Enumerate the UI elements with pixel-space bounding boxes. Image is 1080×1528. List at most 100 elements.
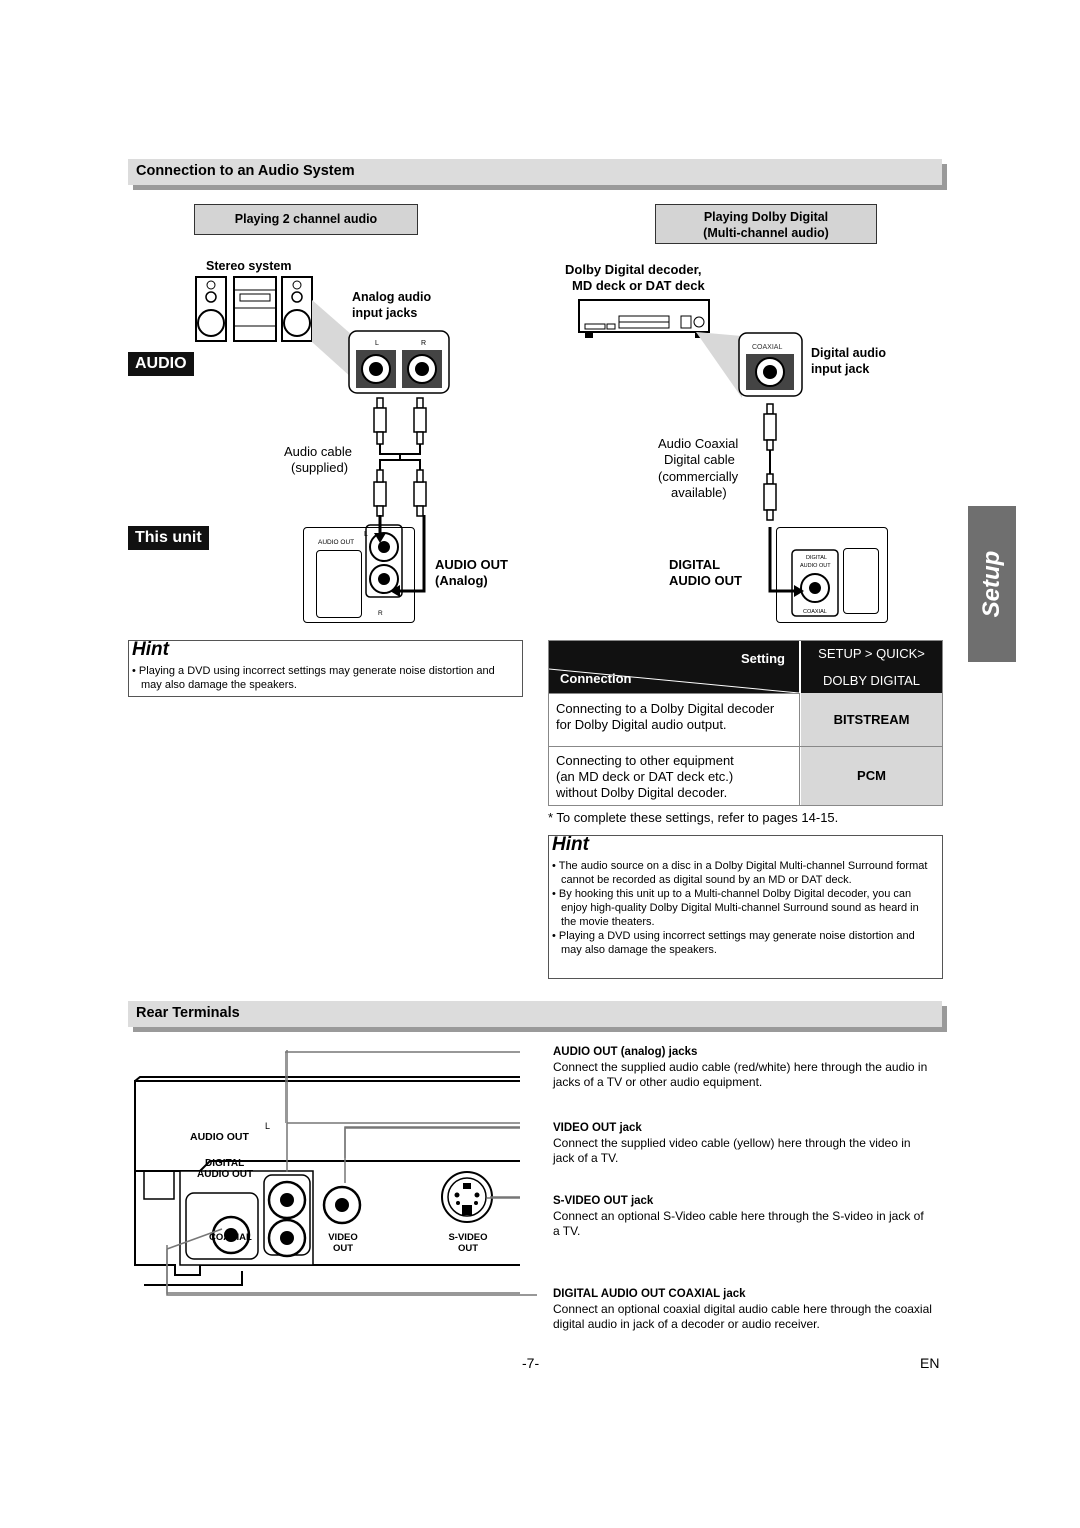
terminal-title: S-VIDEO OUT jack (553, 1195, 654, 1207)
coax-cable-label-2: Digital cable (664, 452, 735, 467)
hint-item-text: The audio source on a disc in a Dolby Di… (558, 860, 928, 886)
audio-cable-label-1: Audio cable (284, 444, 352, 459)
menu-item: DOLBY DIGITAL (822, 673, 921, 688)
row2-line2: (an MD deck or DAT deck etc.) (556, 769, 734, 784)
section-header-audio-system: Connection to an Audio System (128, 159, 942, 185)
analog-input-jacks-icon: L R (348, 330, 450, 394)
rear-svideo-label: S-VIDEO OUT (442, 1232, 494, 1254)
audio-cable-icon (373, 397, 427, 517)
section-title: Rear Terminals (136, 1005, 240, 1021)
analog-jacks-label-2: input jacks (352, 306, 418, 320)
mode-label-dolby-1: Playing Dolby Digital (703, 210, 829, 224)
menu-path: SETUP > QUICK> (818, 646, 925, 661)
terminal-title: DIGITAL AUDIO OUT COAXIAL jack (553, 1288, 746, 1300)
connection-header: Connection (560, 671, 632, 686)
row1-line1: Connecting to a Dolby Digital decoder (556, 701, 775, 716)
settings-note: * To complete these settings, refer to p… (548, 810, 839, 825)
unit-analog-jacks-icon (365, 515, 426, 598)
rear-audio-out-label: AUDIO OUT (190, 1131, 249, 1143)
terminal-text: Connect an optional S-Video cable here t… (553, 1209, 924, 1238)
decoder-label-2: MD deck or DAT deck (572, 278, 705, 293)
hint-item-text: By hooking this unit up to a Multi-chann… (558, 888, 919, 928)
row2-line1: Connecting to other equipment (556, 753, 734, 768)
page-number: -7- (522, 1355, 540, 1371)
audio-badge: AUDIO (128, 352, 194, 376)
hint-box-1: Hint • Playing a DVD using incorrect set… (128, 639, 523, 697)
hint-list-1: • Playing a DVD using incorrect settings… (132, 664, 516, 692)
hint-item: • Playing a DVD using incorrect settings… (132, 665, 495, 691)
coax-cable-label-4: available) (671, 485, 727, 500)
section-title: Connection to an Audio System (136, 163, 355, 179)
rear-l-label: L (265, 1121, 271, 1131)
rear-digital-label-2: AUDIO OUT (197, 1169, 254, 1180)
section-header-rear-terminals: Rear Terminals (128, 1001, 942, 1027)
decoder-zoom-wedge (696, 332, 742, 398)
rear-digital-label-1: DIGITAL (205, 1158, 245, 1169)
coax-cable-label-3: (commercially (658, 469, 739, 484)
rear-svideo-label-2: OUT (457, 1243, 479, 1254)
decoder-icon (578, 299, 710, 338)
settings-header-left: Setting Connection (549, 641, 799, 693)
mode-label-2ch: Playing 2 channel audio (194, 204, 418, 235)
digital-input-jack-icon: COAXIAL (738, 332, 803, 397)
digital-out-label-1: DIGITAL (669, 557, 721, 572)
hint-item-text: Playing a DVD using incorrect settings m… (138, 665, 495, 691)
row2-text: Connecting to other equipment (an MD dec… (549, 747, 799, 805)
hint-item: • By hooking this unit up to a Multi-cha… (552, 888, 919, 928)
row1-line2: for Dolby Digital audio output. (556, 717, 727, 732)
row1-text: Connecting to a Dolby Digital decoder fo… (549, 693, 799, 747)
row-divider (549, 746, 942, 747)
hint-item-text: Playing a DVD using incorrect settings m… (558, 930, 915, 956)
settings-table: Setting Connection SETUP > QUICK> DOLBY … (548, 640, 943, 806)
col-divider (799, 693, 800, 805)
rear-coaxial-label: COAXIAL (209, 1232, 252, 1243)
audio-out-label-2: (Analog) (435, 573, 488, 588)
svg-text:L: L (375, 340, 379, 347)
hint-title-1: Hint (132, 639, 169, 660)
digital-input-label-1: Digital audio (811, 346, 886, 360)
language-code: EN (920, 1355, 940, 1371)
this-unit-badge: This unit (128, 526, 209, 550)
hint-item: • The audio source on a disc in a Dolby … (552, 860, 928, 886)
coaxial-cable-icon (763, 403, 777, 521)
digital-input-label-2: input jack (811, 362, 870, 376)
terminal-video-out: VIDEO OUT jack Connect the supplied vide… (553, 1121, 933, 1166)
rear-video-label-1: VIDEO (328, 1232, 358, 1243)
mode-label-dolby-2: (Multi-channel audio) (703, 226, 829, 240)
settings-header-right: SETUP > QUICK> DOLBY DIGITAL (801, 641, 942, 693)
hint-title-2: Hint (552, 834, 589, 855)
setup-tab-label: Setup (978, 550, 1005, 618)
decoder-label-1: Dolby Digital decoder, (565, 262, 702, 277)
row1-value: BITSTREAM (801, 693, 942, 746)
rear-panel-diagram (134, 1050, 520, 1294)
analog-jacks-label-1: Analog audio (352, 290, 432, 304)
stereo-system-icon (195, 276, 313, 342)
unit-panel-label: AUDIO OUT (318, 539, 355, 546)
header-diagonal (549, 668, 799, 693)
unit-panel-slot (316, 550, 362, 618)
svg-text:COAXIAL: COAXIAL (803, 609, 827, 615)
svg-text:COAXIAL: COAXIAL (752, 344, 782, 351)
stereo-zoom-wedge (312, 300, 352, 378)
digital-out-label-2: AUDIO OUT (669, 573, 742, 588)
rear-video-label: VIDEO OUT (325, 1232, 361, 1254)
mode-label-dolby: Playing Dolby Digital (Multi-channel aud… (655, 204, 877, 244)
stereo-system-label: Stereo system (206, 259, 292, 273)
svg-text:R: R (421, 340, 426, 347)
coax-cable-label-1: Audio Coaxial (658, 436, 739, 451)
terminal-title: VIDEO OUT jack (553, 1122, 642, 1134)
terminal-svideo-out: S-VIDEO OUT jack Connect an optional S-V… (553, 1194, 933, 1239)
rear-leader-coax (166, 1245, 537, 1296)
unit-digital-slot (843, 548, 879, 614)
svg-text:AUDIO OUT: AUDIO OUT (800, 563, 831, 569)
terminal-audio-out: AUDIO OUT (analog) jacks Connect the sup… (553, 1045, 933, 1090)
rear-r-label: R (283, 1231, 291, 1243)
unit-digital-jack-icon: DIGITAL AUDIO OUT COAXIAL (768, 527, 839, 617)
audio-out-label-1: AUDIO OUT (435, 557, 508, 572)
terminal-digital-coax: DIGITAL AUDIO OUT COAXIAL jack Connect a… (553, 1287, 933, 1332)
svg-text:DIGITAL: DIGITAL (806, 555, 827, 561)
terminal-text: Connect the supplied video cable (yellow… (553, 1136, 911, 1165)
row2-line3: without Dolby Digital decoder. (556, 785, 728, 800)
hint-list-2: • The audio source on a disc in a Dolby … (552, 859, 932, 957)
rear-leader-lines (285, 1051, 520, 1199)
